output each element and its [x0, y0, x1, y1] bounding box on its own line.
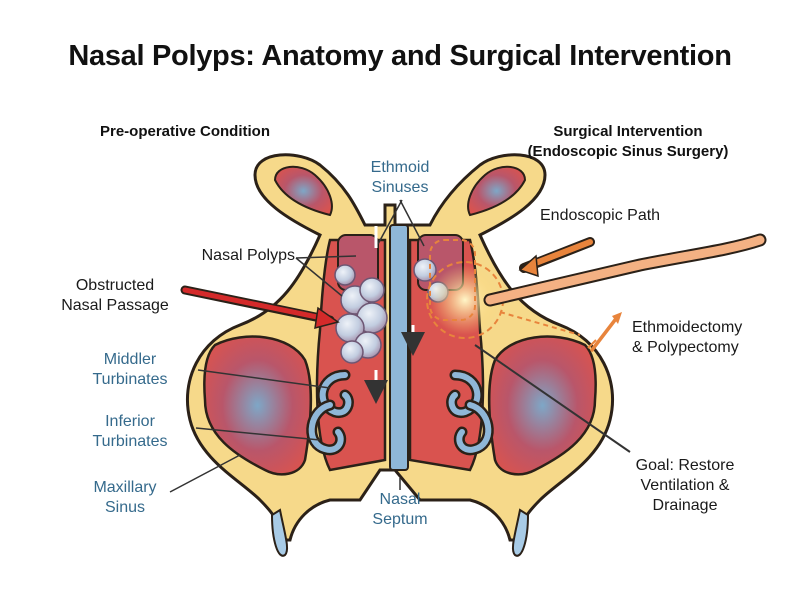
middler-line1: Middler — [103, 351, 157, 368]
right-maxillary-sinus — [488, 335, 597, 476]
endoscope-instrument-body — [485, 235, 765, 305]
right-frontal-sinus — [467, 165, 527, 217]
surgical-heading-line1: Surgical Intervention — [553, 123, 703, 140]
goal-line3: Drainage — [652, 497, 718, 514]
ethmoidectomy-dashed-leader — [499, 311, 581, 336]
left-middle-turbinate-fill — [319, 372, 352, 416]
inferior-turbinates-label: Inferior Turbinates — [70, 412, 190, 452]
nasal-septum-label: Nasal Septum — [355, 490, 445, 530]
middler-line2: Turbinates — [92, 371, 168, 388]
ethmoid-sinuses-label: Ethmoid Sinuses — [355, 158, 445, 198]
nasal-septum — [389, 224, 409, 471]
ethmoid-sinuses-line1: Ethmoid — [370, 159, 430, 176]
middler-turbinates-label: Middler Turbinates — [70, 350, 190, 390]
left-inferior-turbinate-fill — [308, 402, 344, 453]
left-frontal-sinus — [273, 165, 333, 217]
left-maxillary-sinus — [203, 335, 312, 476]
goal-line1: Goal: Restore — [635, 457, 735, 474]
maxillary-line2: Sinus — [104, 499, 146, 516]
obstruction-arrow-fill — [182, 287, 325, 321]
right-inferior-turbinate-fill — [456, 402, 492, 453]
nasal-polyps — [334, 258, 449, 364]
ethmoidectomy-line2: & Polypectomy — [632, 339, 739, 356]
ethmoidectomy-label: Ethmoidectomy & Polypectomy — [632, 318, 782, 358]
goal-label: Goal: Restore Ventilation & Drainage — [615, 456, 755, 516]
obstructed-passage-label: Obstructed Nasal Passage — [50, 276, 180, 316]
surgical-heading-line2: (Endoscopic Sinus Surgery) — [527, 143, 729, 160]
surgical-zone-glow — [430, 265, 500, 335]
right-tooth-root — [511, 508, 530, 557]
ethmoidectomy-line1: Ethmoidectomy — [632, 319, 743, 336]
inferior-line1: Inferior — [105, 413, 155, 430]
scalpel-icon — [587, 312, 622, 352]
endoscopic-path-label: Endoscopic Path — [540, 207, 661, 224]
diagram-title: Nasal Polyps: Anatomy and Surgical Inter… — [68, 40, 732, 72]
goal-line2: Ventilation & — [640, 477, 730, 494]
right-middle-turbinate-fill — [448, 372, 481, 416]
surgical-zone-dashed — [429, 239, 476, 321]
septum-line1: Nasal — [379, 491, 421, 508]
ethmoid-sinuses-line2: Sinuses — [371, 179, 429, 196]
maxillary-line1: Maxillary — [93, 479, 157, 496]
surgical-heading: Surgical Intervention (Endoscopic Sinus … — [508, 122, 748, 162]
maxillary-sinus-label: Maxillary Sinus — [65, 478, 185, 518]
septum-line2: Septum — [372, 511, 428, 528]
obstructed-line1: Obstructed — [75, 277, 155, 294]
obstructed-line2: Nasal Passage — [61, 297, 169, 314]
obstruction-arrowhead — [314, 306, 340, 330]
pre-operative-heading: Pre-operative Condition — [99, 123, 271, 140]
endoscopic-path-arrow-fill — [525, 239, 593, 269]
nasal-polyps-label: Nasal Polyps — [201, 247, 295, 264]
inferior-line2: Turbinates — [92, 433, 168, 450]
endoscopic-path-arrowhead — [518, 254, 539, 278]
left-tooth-root — [270, 508, 289, 557]
leader-lines — [169, 199, 631, 493]
